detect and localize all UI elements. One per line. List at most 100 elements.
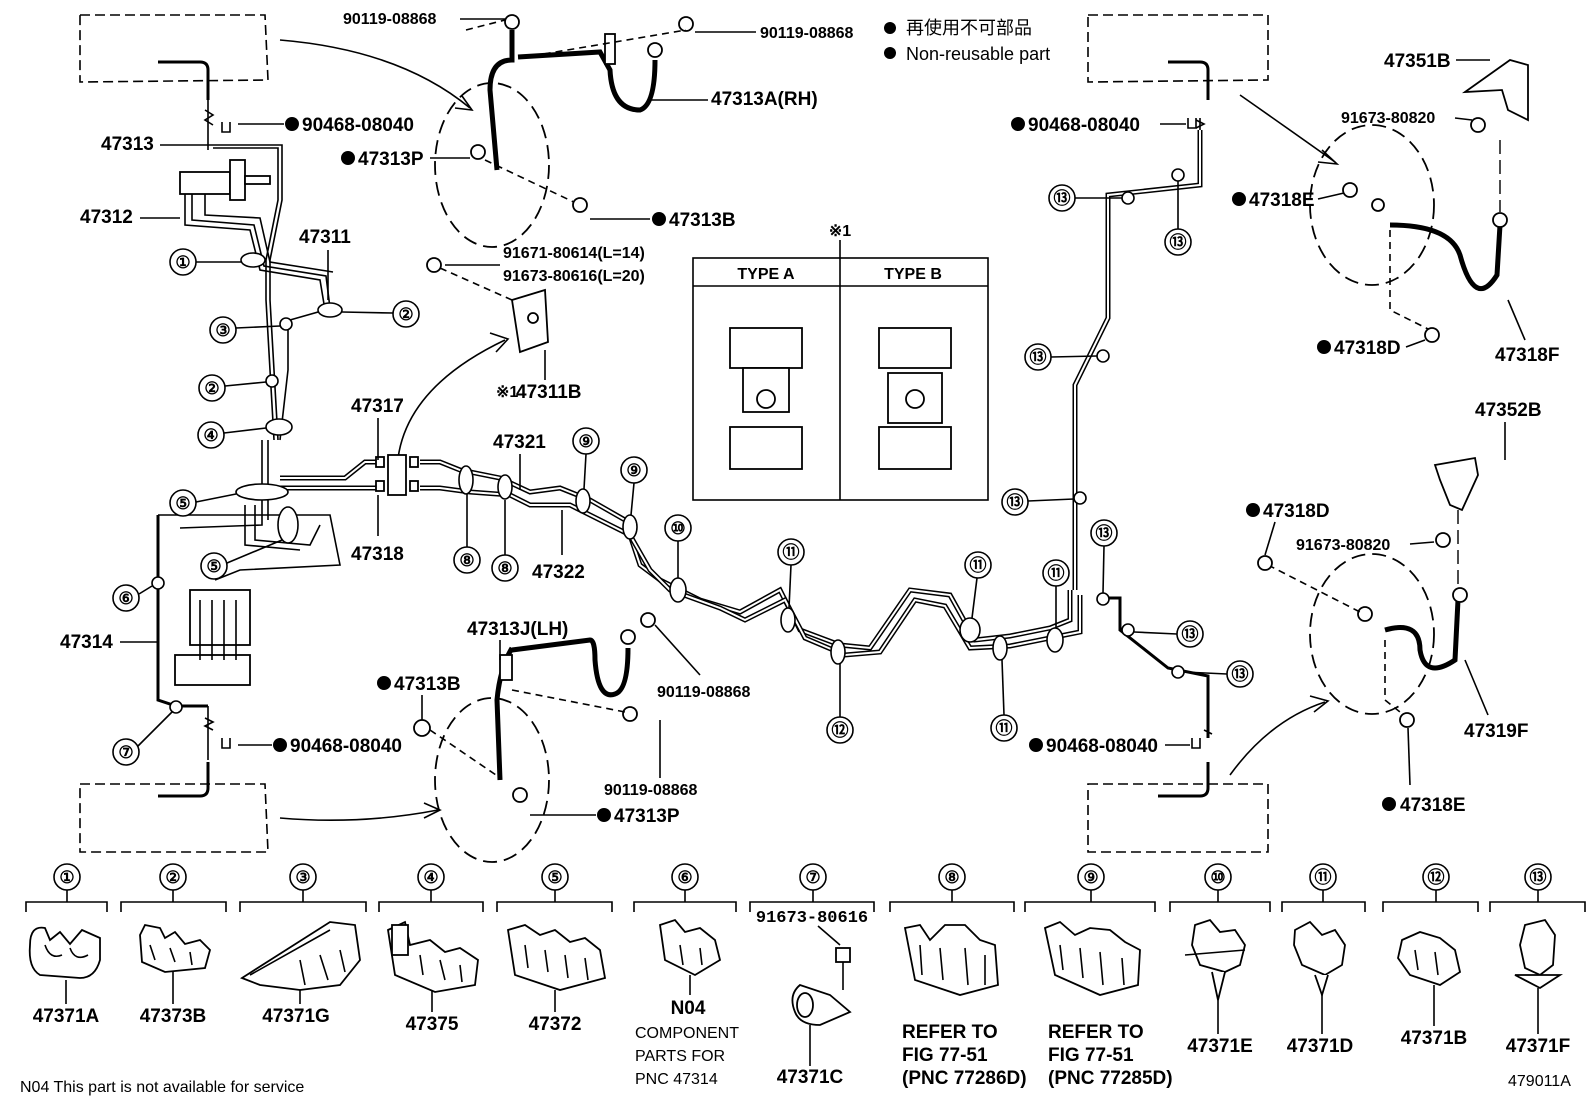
catalogue-item-5: ⑤ 47372 [496,863,613,1035]
label-47314: 47314 [60,632,113,653]
svg-text:PARTS FOR: PARTS FOR [635,1048,725,1065]
svg-text:47371G: 47371G [262,1006,330,1027]
svg-text:⑪: ⑪ [1048,563,1065,583]
svg-text:⑧: ⑧ [459,551,474,570]
label-90119-2: 90119-08868 [760,25,854,42]
svg-text:⑨: ⑨ [578,432,593,451]
label-90119-1: 90119-08868 [343,11,437,28]
svg-text:91673-80616: 91673-80616 [756,909,868,928]
label-47318D-bottom: 47318D [1263,501,1330,522]
svg-text:REFER TO: REFER TO [1048,1022,1144,1043]
catalogue-item-13: ⑬ 47371F [1489,863,1586,1057]
label-47313P-top: 47313P [358,149,424,170]
catalogue-item-1: ① 47371A [25,863,108,1027]
svg-text:④: ④ [203,426,218,445]
arrow-rr [1229,701,1326,776]
svg-text:(PNC 77285D): (PNC 77285D) [1048,1068,1173,1089]
master-cylinder-area [156,100,419,760]
svg-text:⑥: ⑥ [677,868,692,887]
label-47352B: 47352B [1475,400,1542,421]
bracket-47351B [1461,59,1529,122]
svg-text:COMPONENT: COMPONENT [635,1025,739,1042]
label-47313A: 47313A(RH) [711,89,818,110]
label-91673-b: 91673-80820 [1341,110,1435,127]
wheel-box-rear-left [79,762,269,853]
wheel-circle-rl [434,697,550,863]
svg-text:⑪: ⑪ [783,542,800,562]
svg-text:⑤: ⑤ [175,494,190,513]
svg-text:⑬: ⑬ [1232,664,1249,684]
svg-text:⑥: ⑥ [118,589,133,608]
label-47311: 47311 [299,227,351,248]
bottom-parts-catalogue: ① 47371A ② 47373B ③ 47371G ④ [25,863,1586,1089]
svg-text:⑩: ⑩ [1210,868,1225,887]
label-90119-3: 90119-08868 [657,684,751,701]
bracket-47311B [426,257,549,354]
label-90468-2: 90468-08040 [290,736,402,757]
label-47311B: 47311B [516,382,582,403]
svg-text:②: ② [165,868,180,887]
label-91673-a: 91673-80616(L=20) [503,268,645,285]
catalogue-item-4: ④ 47375 [378,863,484,1035]
arrow-fl [279,39,471,109]
svg-text:47371C: 47371C [777,1067,844,1088]
svg-text:⑬: ⑬ [1530,867,1547,887]
footnote: N04 This part is not available for servi… [20,1079,304,1096]
svg-text:⑬: ⑬ [1182,624,1199,644]
label-90468-3: 90468-08040 [1028,115,1140,136]
line-clamps [151,168,1185,714]
svg-text:(PNC 77286D): (PNC 77286D) [902,1068,1027,1089]
svg-text:47371B: 47371B [1401,1028,1468,1049]
hose-front-left [465,14,694,213]
label-47313B-top: 47313B [669,210,736,231]
svg-text:47371A: 47371A [33,1006,100,1027]
svg-text:47371D: 47371D [1287,1036,1354,1057]
label-47313J: 47313J(LH) [467,619,568,640]
label-90468-1: 90468-08040 [302,115,414,136]
svg-text:⑦: ⑦ [805,868,820,887]
svg-text:N04: N04 [671,998,706,1019]
label-47321: 47321 [493,432,546,453]
svg-text:③: ③ [295,868,310,887]
label-47311B-mark: ※1 [496,384,518,401]
wheel-box-front-right [1087,14,1269,100]
svg-text:⑪: ⑪ [996,718,1013,738]
label-47312: 47312 [80,207,133,228]
svg-text:47371E: 47371E [1187,1036,1253,1057]
label-47318E-top: 47318E [1249,190,1315,211]
svg-text:⑧: ⑧ [497,559,512,578]
svg-text:⑬: ⑬ [1170,232,1187,252]
arrow-rl [279,809,439,822]
catalogue-item-6: ⑥ N04 COMPONENT PARTS FOR PNC 47314 [633,863,739,1088]
svg-text:⑦: ⑦ [118,743,133,762]
wheel-circle-fl [434,82,550,248]
catalogue-item-8: ⑧ REFER TO FIG 77-51 (PNC 77286D) [889,863,1027,1089]
svg-text:⑬: ⑬ [1030,347,1047,367]
wheel-circle-rr [1309,553,1435,715]
svg-text:47371F: 47371F [1506,1036,1570,1057]
type-box-mark: ※1 [829,223,851,240]
svg-text:⑬: ⑬ [1096,523,1113,543]
svg-text:FIG 77-51: FIG 77-51 [1048,1045,1134,1066]
svg-text:⑬: ⑬ [1007,492,1024,512]
arrow-fr [1239,94,1336,163]
svg-text:①: ① [175,253,190,272]
label-47317: 47317 [351,396,404,417]
label-90468-4: 90468-08040 [1046,736,1158,757]
svg-text:⑫: ⑫ [832,720,849,740]
svg-text:47375: 47375 [406,1014,459,1035]
svg-text:47373B: 47373B [140,1006,207,1027]
svg-text:PNC 47314: PNC 47314 [635,1071,718,1088]
svg-text:REFER TO: REFER TO [902,1022,998,1043]
svg-text:⑨: ⑨ [1083,868,1098,887]
figure-id: 479011A [1508,1073,1571,1090]
catalogue-item-9: ⑨ REFER TO FIG 77-51 (PNC 77285D) [1024,863,1173,1089]
svg-text:⑬: ⑬ [1054,188,1071,208]
svg-text:⑤: ⑤ [206,557,221,576]
catalogue-item-2: ② 47373B [120,863,227,1027]
catalogue-item-7: ⑦ 91673-80616 47371C [749,863,875,1088]
svg-text:⑨: ⑨ [626,461,641,480]
svg-text:FIG 77-51: FIG 77-51 [902,1045,988,1066]
catalogue-item-11: ⑪ 47371D [1281,863,1366,1057]
label-47313P-bottom: 47313P [614,806,680,827]
